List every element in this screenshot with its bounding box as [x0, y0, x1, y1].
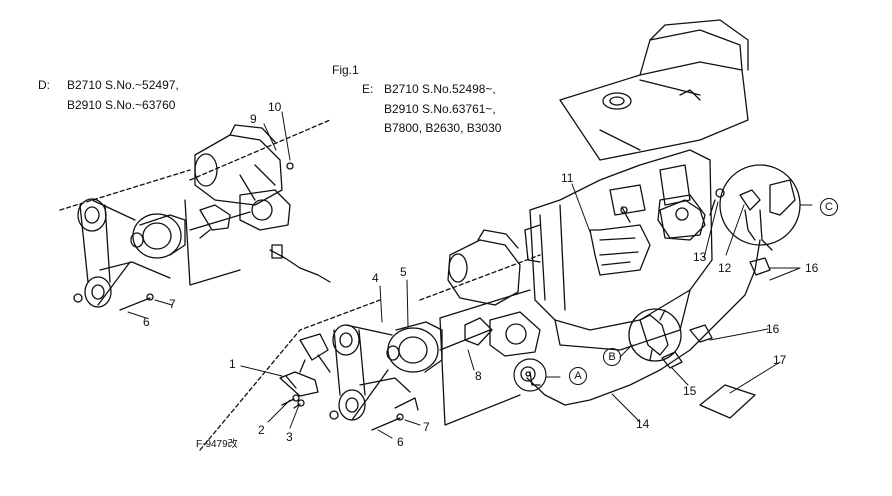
callout-6-e: 6: [397, 435, 404, 449]
callout-6-d: 6: [143, 315, 150, 329]
engine-block: [524, 19, 749, 351]
callout-10: 10: [268, 100, 282, 114]
callout-15: 15: [683, 384, 697, 398]
callout-11: 11: [561, 171, 574, 185]
callout-9: 9: [250, 112, 257, 126]
variant-d-line1: B2710 S.No.~52497,: [67, 78, 179, 92]
variant-e-line1: B2710 S.No.52498~,: [384, 82, 496, 96]
callout-17: 17: [773, 353, 787, 367]
starter-assembly-e: [419, 229, 541, 426]
detail-marker-b: B: [603, 348, 621, 366]
variant-e-line2: B2910 S.No.63761~,: [384, 102, 496, 116]
variant-d-letter: D:: [38, 78, 50, 92]
wiring-harness: [513, 164, 801, 406]
variant-e-line3: B7800, B2630, B3030: [384, 121, 502, 135]
leader-lines: [127, 111, 813, 439]
figure-code: F-9479改: [196, 439, 238, 450]
callout-3: 3: [286, 430, 293, 444]
callout-16-lower: 16: [766, 322, 780, 336]
fan-belt-e: [329, 321, 443, 431]
callout-8: 8: [475, 369, 482, 383]
plate-17: [699, 384, 756, 419]
starter-assembly-d: [184, 124, 331, 286]
callout-13: 13: [693, 250, 707, 264]
callout-16-upper: 16: [805, 261, 819, 275]
callout-14: 14: [636, 417, 650, 431]
callout-5: 5: [400, 265, 407, 279]
figure-title: Fig.1: [332, 63, 359, 77]
variant-d-line2: B2910 S.No.~63760: [67, 98, 176, 112]
callout-7-d: 7: [169, 297, 176, 311]
callout-2: 2: [258, 423, 265, 437]
detail-marker-c: C: [820, 198, 838, 216]
variant-e-letter: E:: [362, 82, 374, 96]
callout-7-e: 7: [423, 420, 430, 434]
detail-marker-a: A: [569, 367, 587, 385]
callout-12: 12: [718, 261, 732, 275]
callout-4: 4: [372, 271, 379, 285]
fan-belt-d: [59, 119, 331, 311]
callout-1: 1: [229, 357, 236, 371]
